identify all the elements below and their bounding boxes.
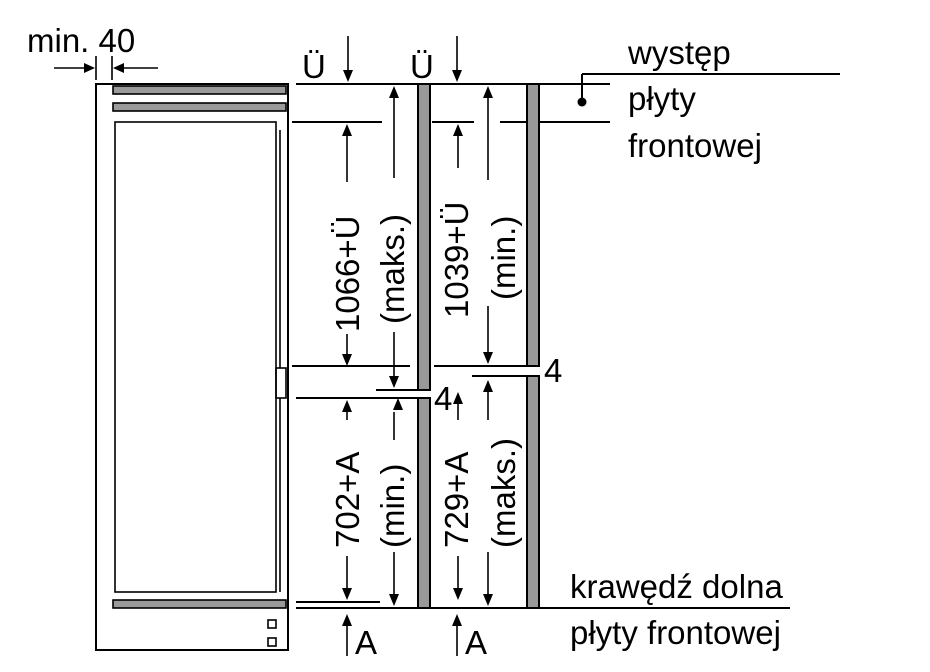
bottom-edge-label-2: płyty frontowej <box>570 614 781 651</box>
dimension-arrows <box>342 86 493 606</box>
dim-ur2-head-bottom <box>483 352 493 364</box>
top-trim-strip-1 <box>112 85 287 95</box>
overhang-dot <box>577 97 587 107</box>
lower-right-note: (maks.) <box>485 438 522 548</box>
dim-lr2-head-bottom <box>483 594 493 606</box>
dim-lr-head-top <box>453 392 463 404</box>
u-top-label-1: Ü <box>302 48 326 85</box>
a-bottom-label-1: A <box>355 624 377 661</box>
upper-left-note: (maks.) <box>374 214 411 324</box>
min-gap-indicator: min. 40 <box>27 22 158 80</box>
gap-left-up-arrow <box>393 398 403 410</box>
u-top-label-2: Ü <box>410 48 434 85</box>
appliance-body <box>114 121 277 593</box>
dim-ur-head-top <box>453 124 463 136</box>
a-arrow-2-head <box>452 614 462 626</box>
lower-right-value: 729+A <box>438 452 475 548</box>
lower-left-value: 702+A <box>329 452 366 548</box>
dim-ul-head-bottom <box>342 354 352 366</box>
dim-ul2-head-bottom <box>389 376 399 388</box>
overhang-label-2: płyty <box>628 80 696 117</box>
front-panels <box>417 83 540 609</box>
niche-outline <box>95 83 289 651</box>
bottom-edge-label-1: krawędź dolna <box>570 568 783 605</box>
dimension-labels: 1066+Ü (maks.) 1039+Ü (min.) 702+A (min.… <box>329 201 562 548</box>
gap-arrow-right-head <box>113 63 124 73</box>
dim-ll2-head-bottom <box>389 594 399 606</box>
gap-left-label: 4 <box>434 380 452 417</box>
dim-lr-head-bottom <box>453 588 463 600</box>
top-trim-strip-2 <box>112 102 287 112</box>
u-arrow-1-head <box>343 70 353 82</box>
foot-mark-2 <box>267 637 277 647</box>
a-bottom-label-2: A <box>465 624 487 661</box>
bottom-trim-strip <box>112 599 287 609</box>
top-u-markers: Ü Ü <box>302 36 462 85</box>
overhang-label-3: frontowej <box>628 127 762 164</box>
dim-ul2-head-top <box>389 86 399 98</box>
gap-right-label: 4 <box>544 352 562 389</box>
overhang-callout: występ płyty frontowej <box>577 34 840 164</box>
dim-ll-head-bottom <box>342 588 352 600</box>
lower-left-note: (min.) <box>374 464 411 548</box>
foot-mark-1 <box>267 619 277 629</box>
min-gap-label: min. 40 <box>27 22 135 59</box>
bottom-a-markers: A A <box>342 614 487 661</box>
dim-ul-head-top <box>342 124 352 136</box>
overhang-label-1: występ <box>627 34 731 71</box>
u-arrow-2-head <box>452 70 462 82</box>
gap-arrow-left-head <box>84 63 95 73</box>
left-upper-panel <box>417 83 431 391</box>
right-upper-panel <box>526 83 540 367</box>
left-lower-panel <box>417 397 431 609</box>
upper-right-note: (min.) <box>485 216 522 300</box>
dim-ur2-head-top <box>483 86 493 98</box>
appliance-hinge <box>275 367 287 399</box>
a-arrow-1-head <box>342 614 352 626</box>
appliance-niche <box>95 83 289 651</box>
dim-lr2-head-top <box>483 380 493 392</box>
dim-ll-head-top <box>342 400 352 412</box>
upper-right-value: 1039+Ü <box>438 201 475 318</box>
bottom-edge-callout: krawędź dolna płyty frontowej <box>570 568 783 651</box>
right-lower-panel <box>526 375 540 609</box>
upper-left-value: 1066+Ü <box>329 215 366 332</box>
